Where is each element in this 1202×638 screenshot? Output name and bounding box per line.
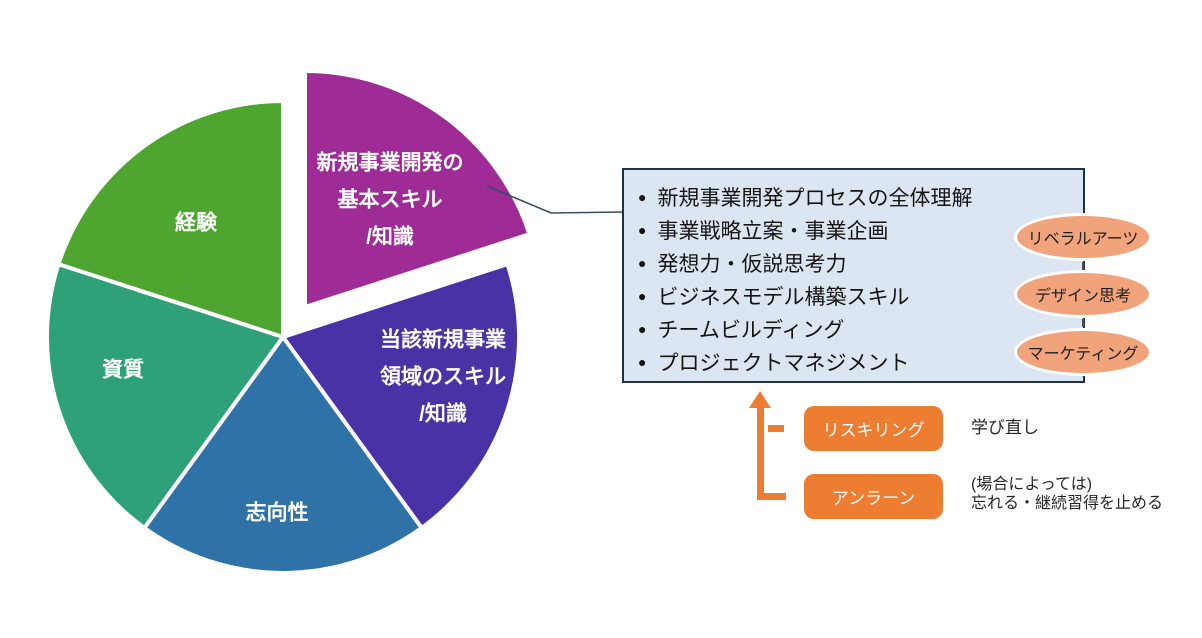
bullet-icon: ● — [638, 287, 647, 304]
slice-label-orientation: 志向性 — [246, 495, 309, 532]
bullet-icon: ● — [638, 320, 647, 337]
slice-label-line: 志向性 — [245, 501, 309, 525]
unlearn-note: (場合によっては) 忘れる・継続習得を止める — [971, 476, 1164, 512]
list-item: ● 発想力・仮説思考力 — [638, 246, 1083, 279]
badge-connector-dash — [1082, 319, 1084, 327]
badge-connector-dash — [1082, 262, 1084, 270]
slice-label-domain-skills: 当該新規事業 領域のスキル /知識 — [380, 322, 506, 433]
list-item-text: 新規事業開発プロセスの全体理解 — [657, 186, 973, 210]
slice-label-line: 基本スキル — [337, 188, 443, 212]
bullet-icon: ● — [638, 254, 647, 271]
slice-label-line: 経験 — [175, 211, 217, 235]
pie-slice-basic-skills — [303, 69, 532, 309]
slice-label-qualities: 資質 — [102, 352, 144, 389]
badge-marketing: マーケティング — [1014, 328, 1152, 376]
slice-label-line: 資質 — [102, 358, 144, 382]
slice-label-line: 新規事業開発の — [316, 151, 464, 175]
slice-label-line: /知識 — [366, 225, 414, 249]
list-item: ● ビジネスモデル構築スキル — [638, 279, 1083, 312]
unlearn-box: アンラーン — [804, 474, 943, 519]
slice-label-line: 領域のスキル — [380, 365, 506, 389]
slice-label-experience: 経験 — [175, 205, 217, 242]
badge-design-thinking: デザイン思考 — [1014, 270, 1152, 318]
pie-slice-orientation — [142, 335, 424, 575]
list-item-text: プロジェクトマネジメント — [657, 351, 910, 375]
list-item-text: ビジネスモデル構築スキル — [657, 285, 910, 309]
pie-chart — [44, 69, 624, 575]
list-item-text: チームビルディング — [657, 318, 845, 342]
up-arrow-foot — [757, 493, 786, 500]
bullet-icon: ● — [638, 353, 647, 370]
slice-label-basic-skills: 新規事業開発の 基本スキル /知識 — [317, 145, 464, 256]
bullet-icon: ● — [638, 188, 647, 205]
detail-box: ● 新規事業開発プロセスの全体理解 ● 事業戦略立案・事業企画 ● 発想力・仮説… — [622, 168, 1085, 383]
pie-slice-domain-skills — [281, 262, 522, 530]
list-item: ● 新規事業開発プロセスの全体理解 — [638, 180, 1083, 213]
up-arrow-stem — [757, 406, 764, 500]
up-arrowhead-icon — [749, 391, 771, 408]
reskilling-note: 学び直し — [971, 418, 1039, 437]
up-arrow-dash — [768, 425, 784, 432]
pie-slice-experience — [56, 99, 285, 339]
list-item-text: 事業戦略立案・事業企画 — [657, 219, 889, 243]
bullet-icon: ● — [638, 221, 647, 238]
list-item: ● プロジェクトマネジメント — [638, 345, 1083, 378]
list-item: ● チームビルディング — [638, 312, 1083, 345]
slice-label-line: /知識 — [419, 402, 467, 426]
slice-label-line: 当該新規事業 — [380, 328, 506, 352]
leader-line — [486, 185, 624, 214]
list-item-text: 発想力・仮説思考力 — [657, 252, 847, 276]
badge-liberal-arts: リベラルアーツ — [1014, 213, 1152, 261]
pie-slice-qualities — [44, 262, 285, 530]
list-item: ● 事業戦略立案・事業企画 — [638, 213, 1083, 246]
reskilling-box: リスキリング — [804, 406, 943, 451]
